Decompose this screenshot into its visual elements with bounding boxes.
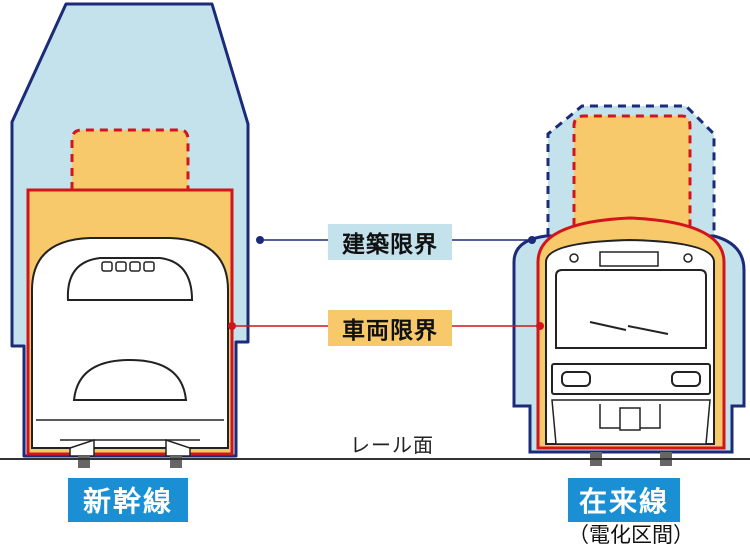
shinkansen-wheel-1 xyxy=(78,456,90,468)
vehicle-limit-dot-right xyxy=(536,322,544,330)
conventional-badge: 在来線 xyxy=(568,478,680,522)
vehicle-limit-label: 車両限界 xyxy=(342,318,438,344)
shinkansen-badge: 新幹線 xyxy=(68,478,188,522)
building-limit-label-bg xyxy=(328,224,452,260)
shinkansen-bogie xyxy=(69,438,191,457)
vehicle-limit-dot-left xyxy=(228,322,236,330)
conventional-vehicle-limit-top xyxy=(572,114,692,226)
conventional-headlight-left xyxy=(561,371,591,387)
building-limit-label: 建築限界 xyxy=(342,232,438,258)
conventional-top-light-right xyxy=(683,253,693,263)
shinkansen-nose xyxy=(72,358,188,401)
conventional-top-light-left xyxy=(569,253,579,263)
shinkansen-wheel-2 xyxy=(170,456,182,468)
rail-surface-label: レール面 xyxy=(350,432,434,457)
shinkansen-window xyxy=(66,257,194,301)
conventional-train xyxy=(545,238,715,466)
building-limit-dot-left xyxy=(256,236,264,244)
conventional-windshield xyxy=(555,269,707,349)
vehicle-limit-label-bg xyxy=(328,310,452,346)
conventional-wiper xyxy=(589,321,669,335)
shinkansen-light-3 xyxy=(129,261,141,272)
conventional-coupler xyxy=(619,407,641,431)
shinkansen-light-1 xyxy=(101,261,113,272)
conventional-headlight-right xyxy=(671,371,701,387)
shinkansen-train xyxy=(31,237,229,468)
shinkansen-vehicle-limit-top xyxy=(70,128,190,190)
conventional-bumper xyxy=(551,363,711,395)
shinkansen-light-2 xyxy=(115,261,127,272)
shinkansen-skirt xyxy=(36,419,224,441)
shinkansen-light-4 xyxy=(143,261,155,272)
conventional-destination-display xyxy=(599,251,659,267)
building-limit-dot-right xyxy=(528,236,536,244)
conventional-note: （電化区間） xyxy=(568,523,694,547)
